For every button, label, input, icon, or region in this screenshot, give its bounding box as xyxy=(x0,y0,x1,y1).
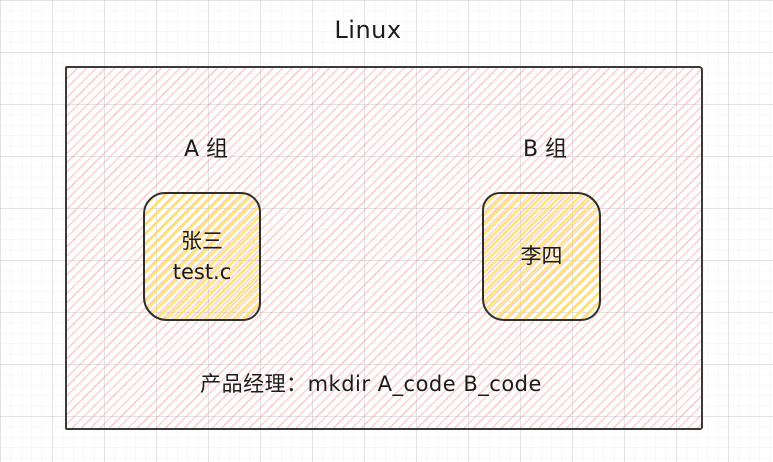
group-a-member-name: 张三 xyxy=(181,228,223,253)
caption-text: 产品经理：mkdir A_code B_code xyxy=(200,372,542,396)
group-a-member-file: test.c xyxy=(172,259,232,284)
group-b-member-name: 李四 xyxy=(520,244,563,268)
group-b-member-box: 李四 xyxy=(482,192,601,321)
diagram-title: Linux xyxy=(334,16,402,44)
group-a-label: A 组 xyxy=(183,137,229,162)
group-b-label: B 组 xyxy=(522,137,568,162)
linux-container-box: A 组 B 组 张三 test.c 李四 产品经理：mkdir A_code B… xyxy=(65,66,703,430)
group-a-member-box: 张三 test.c xyxy=(143,192,261,321)
